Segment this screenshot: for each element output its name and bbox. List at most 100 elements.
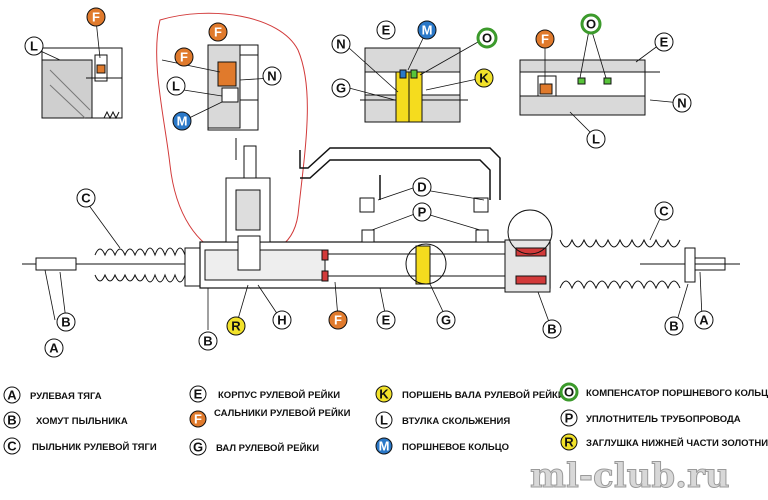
svg-text:R: R: [231, 319, 241, 334]
svg-text:B: B: [7, 413, 16, 428]
svg-text:КОМПЕНСАТОР ПОРШНЕВОГО КОЛЬЦА: КОМПЕНСАТОР ПОРШНЕВОГО КОЛЬЦА: [586, 388, 768, 399]
svg-text:УПЛОТНИТЕЛЬ ТРУБОПРОВОДА: УПЛОТНИТЕЛЬ ТРУБОПРОВОДА: [586, 414, 741, 425]
legend-item-F: F САЛЬНИКИ РУЛЕВОЙ РЕЙКИ: [189, 407, 351, 428]
svg-text:КОРПУС РУЛЕВОЙ РЕЙКИ: КОРПУС РУЛЕВОЙ РЕЙКИ: [218, 389, 340, 401]
legend: A РУЛЕВАЯ ТЯГА B ХОМУТ ПЫЛЬНИКА C ПЫЛЬНИ…: [3, 382, 768, 456]
svg-text:R: R: [564, 435, 574, 450]
marker-F-top-right: F: [535, 29, 555, 49]
marker-C-right: C: [654, 201, 674, 221]
svg-text:L: L: [172, 79, 180, 94]
marker-K-top-center: K: [474, 68, 494, 88]
svg-text:E: E: [382, 23, 391, 38]
marker-B-left: B: [56, 312, 76, 332]
inset-top-center: [360, 47, 468, 123]
marker-N-red-area: N: [262, 66, 282, 86]
inset-top-right: [519, 59, 660, 116]
svg-text:M: M: [379, 439, 390, 454]
svg-text:G: G: [441, 313, 451, 328]
inset-red-area: [156, 12, 308, 259]
marker-C-left: C: [76, 188, 96, 208]
legend-item-M: M ПОРШНЕВОЕ КОЛЬЦО: [375, 437, 509, 455]
svg-text:ЗАГЛУШКА НИЖНЕЙ ЧАСТИ ЗОЛОТНИК: ЗАГЛУШКА НИЖНЕЙ ЧАСТИ ЗОЛОТНИКА: [586, 437, 768, 449]
svg-text:B: B: [669, 319, 678, 334]
marker-P-center: P: [412, 202, 432, 222]
svg-text:РУЛЕВАЯ ТЯГА: РУЛЕВАЯ ТЯГА: [30, 391, 102, 402]
marker-F-bottom: F: [328, 310, 348, 330]
svg-text:ПОРШНЕВОЕ КОЛЬЦО: ПОРШНЕВОЕ КОЛЬЦО: [402, 442, 509, 453]
marker-E-top-right: E: [654, 32, 674, 52]
marker-H: H: [272, 310, 292, 330]
svg-text:L: L: [380, 413, 388, 428]
marker-E-bottom: E: [376, 310, 396, 330]
legend-item-E: E КОРПУС РУЛЕВОЙ РЕЙКИ: [189, 385, 340, 403]
svg-text:B: B: [547, 322, 556, 337]
svg-text:O: O: [564, 385, 574, 400]
svg-text:ПЫЛЬНИК РУЛЕВОЙ ТЯГИ: ПЫЛЬНИК РУЛЕВОЙ ТЯГИ: [32, 441, 157, 453]
marker-L-top-right: L: [586, 129, 606, 149]
marker-B-right-inner: B: [542, 319, 562, 339]
marker-L-top-left: L: [24, 36, 44, 56]
legend-item-C: C ПЫЛЬНИК РУЛЕВОЙ ТЯГИ: [3, 437, 157, 455]
marker-M-red-area: M: [172, 111, 192, 131]
svg-text:A: A: [49, 341, 59, 356]
marker-B-right: B: [664, 316, 684, 336]
svg-text:C: C: [659, 204, 669, 219]
svg-text:F: F: [541, 32, 549, 47]
legend-item-O: O КОМПЕНСАТОР ПОРШНЕВОГО КОЛЬЦА: [559, 382, 768, 402]
svg-text:M: M: [177, 114, 188, 129]
marker-E-top-center: E: [376, 20, 396, 40]
svg-text:O: O: [482, 31, 492, 46]
marker-L-red-area: L: [166, 76, 186, 96]
svg-text:L: L: [592, 132, 600, 147]
svg-text:B: B: [203, 334, 212, 349]
legend-item-P: P УПЛОТНИТЕЛЬ ТРУБОПРОВОДА: [560, 409, 741, 427]
svg-text:P: P: [565, 411, 574, 426]
svg-text:ВАЛ РУЛЕВОЙ РЕЙКИ: ВАЛ РУЛЕВОЙ РЕЙКИ: [216, 442, 319, 454]
svg-text:F: F: [180, 50, 188, 65]
svg-text:САЛЬНИКИ РУЛЕВОЙ РЕЙКИ: САЛЬНИКИ РУЛЕВОЙ РЕЙКИ: [214, 407, 351, 419]
svg-text:P: P: [418, 205, 427, 220]
marker-A-left: A: [44, 338, 64, 358]
legend-item-G: G ВАЛ РУЛЕВОЙ РЕЙКИ: [189, 438, 319, 456]
svg-text:E: E: [382, 313, 391, 328]
svg-text:ВТУЛКА СКОЛЬЖЕНИЯ: ВТУЛКА СКОЛЬЖЕНИЯ: [402, 416, 510, 427]
svg-text:G: G: [336, 81, 346, 96]
marker-F-red-area-top: F: [208, 22, 228, 42]
svg-text:C: C: [81, 191, 91, 206]
marker-D: D: [412, 177, 432, 197]
marker-G-top-center: G: [331, 78, 351, 98]
svg-text:N: N: [267, 69, 276, 84]
marker-N-top-right: N: [672, 93, 692, 113]
svg-text:F: F: [214, 25, 222, 40]
inset-top-left: [41, 47, 123, 120]
svg-text:N: N: [336, 37, 345, 52]
svg-text:ПОРШЕНЬ ВАЛА РУЛЕВОЙ РЕЙКИ: ПОРШЕНЬ ВАЛА РУЛЕВОЙ РЕЙКИ: [402, 389, 565, 401]
steering-rack-assembly: [22, 145, 740, 293]
marker-F-red-area-left: F: [174, 47, 194, 67]
marker-M-top-center: M: [417, 20, 437, 40]
svg-text:H: H: [277, 313, 286, 328]
svg-text:K: K: [479, 71, 489, 86]
svg-text:F: F: [92, 10, 100, 25]
legend-item-R: R ЗАГЛУШКА НИЖНЕЙ ЧАСТИ ЗОЛОТНИКА: [560, 433, 768, 451]
svg-text:N: N: [677, 96, 686, 111]
svg-text:B: B: [61, 315, 70, 330]
marker-B-left-inner: B: [198, 331, 218, 351]
svg-text:M: M: [422, 23, 433, 38]
marker-F-top-left: F: [86, 7, 106, 27]
marker-R: R: [226, 316, 246, 336]
svg-text:F: F: [194, 412, 202, 427]
svg-text:F: F: [334, 313, 342, 328]
marker-N-top-center: N: [331, 34, 351, 54]
svg-text:ХОМУТ ПЫЛЬНИКА: ХОМУТ ПЫЛЬНИКА: [36, 416, 128, 427]
svg-text:C: C: [7, 439, 17, 454]
marker-O-top-center: O: [476, 27, 498, 49]
svg-text:L: L: [30, 39, 38, 54]
svg-text:E: E: [194, 387, 203, 402]
marker-G-bottom: G: [436, 310, 456, 330]
svg-text:G: G: [193, 440, 203, 455]
marker-O-top-right: O: [580, 13, 602, 35]
legend-item-L: L ВТУЛКА СКОЛЬЖЕНИЯ: [375, 411, 510, 429]
